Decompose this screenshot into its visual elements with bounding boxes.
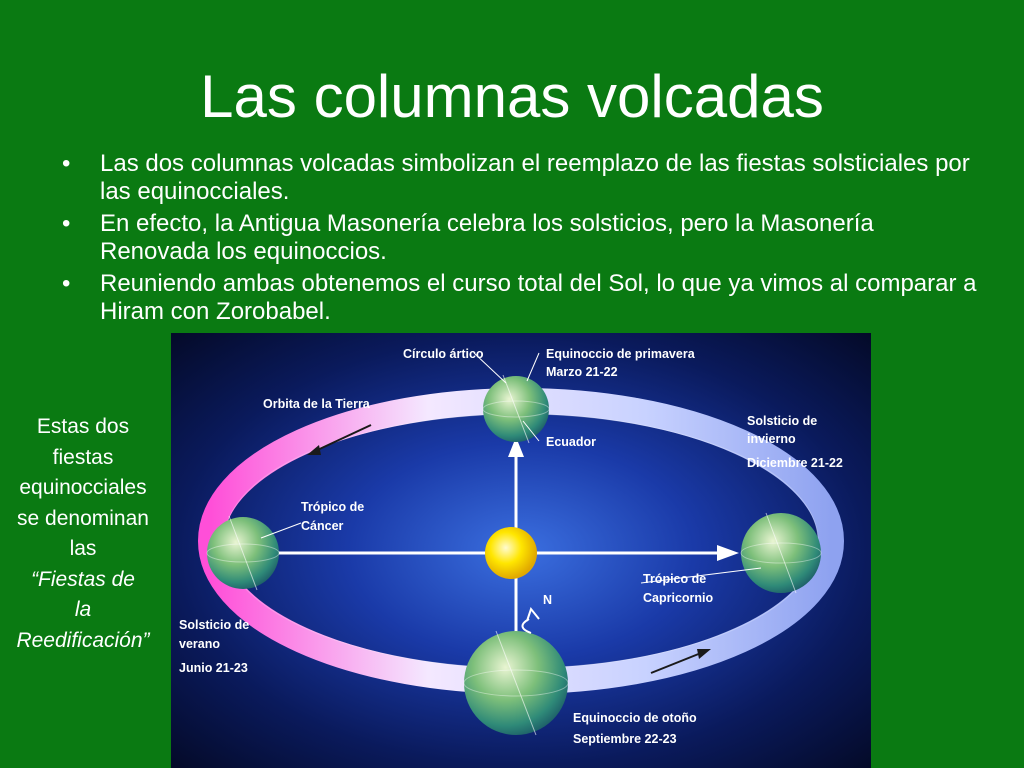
bullet-text: Reuniendo ambas obtenemos el curso total… bbox=[100, 270, 977, 325]
earth-bottom bbox=[463, 630, 569, 736]
side-note-line: equinocciales bbox=[19, 476, 147, 499]
earth-orbit-diagram: Círculo ártico Equinoccio de primavera M… bbox=[171, 333, 871, 768]
orbit-arrow-bottom-right bbox=[650, 650, 707, 674]
label-tropico-cancer-1: Trópico de bbox=[301, 500, 364, 514]
label-equinoccio-otono-fecha: Septiembre 22-23 bbox=[573, 732, 677, 746]
side-note-line: se denominan bbox=[17, 506, 149, 530]
label-equinoccio-primavera: Equinoccio de primavera bbox=[546, 347, 696, 361]
orbit-arrow-top-left bbox=[310, 424, 372, 454]
side-note: Estas dos fiestas equinocciales se denom… bbox=[0, 412, 166, 656]
arrow-right bbox=[717, 545, 739, 561]
side-note-line: fiestas bbox=[52, 445, 114, 469]
label-tropico-capricornio-1: Trópico de bbox=[643, 572, 706, 586]
side-note-line: Estas dos bbox=[36, 415, 130, 438]
label-solsticio-invierno-fecha: Diciembre 21-22 bbox=[747, 456, 843, 470]
label-tropico-cancer-2: Cáncer bbox=[301, 519, 344, 533]
label-solsticio-invierno-2: invierno bbox=[747, 432, 796, 446]
slide-title: Las columnas volcadas bbox=[200, 63, 824, 130]
label-equinoccio-primavera-fecha: Marzo 21-22 bbox=[546, 365, 618, 379]
bullet-item: • En efecto, la Antigua Masonería celebr… bbox=[62, 210, 982, 266]
bullet-item: • Reuniendo ambas obtenemos el curso tot… bbox=[62, 270, 982, 326]
side-note-italic-line: Reedificación” bbox=[16, 628, 150, 652]
sun bbox=[485, 527, 537, 579]
bullet-dot: • bbox=[62, 210, 71, 237]
bullet-item: • Las dos columnas volcadas simbolizan e… bbox=[62, 150, 982, 206]
label-circulo-artico: Círculo ártico bbox=[403, 347, 484, 361]
label-equinoccio-otono: Equinoccio de otoño bbox=[573, 711, 697, 725]
north-rotation-icon bbox=[521, 606, 540, 634]
side-note-italic-line: “Fiestas de bbox=[31, 567, 135, 591]
orbit-arrowhead bbox=[697, 649, 711, 659]
earth-left bbox=[206, 515, 280, 591]
earth-right bbox=[740, 512, 822, 594]
label-norte: N bbox=[543, 593, 552, 607]
bullet-dot: • bbox=[62, 150, 71, 177]
label-solsticio-verano-2: verano bbox=[179, 637, 220, 651]
label-solsticio-verano-fecha: Junio 21-23 bbox=[179, 661, 248, 675]
label-tropico-capricornio-2: Capricornio bbox=[643, 591, 714, 605]
bullet-list: • Las dos columnas volcadas simbolizan e… bbox=[62, 150, 982, 330]
side-note-italic-line: la bbox=[74, 598, 92, 621]
arrow-up bbox=[508, 437, 524, 457]
earth-top bbox=[482, 374, 550, 444]
label-solsticio-verano-1: Solsticio de bbox=[179, 618, 249, 632]
label-orbita: Orbita de la Tierra bbox=[263, 397, 371, 411]
orbit-arrowhead bbox=[307, 445, 321, 455]
bullet-text: En efecto, la Antigua Masonería celebra … bbox=[100, 210, 874, 265]
orbit-svg: Círculo ártico Equinoccio de primavera M… bbox=[179, 347, 844, 746]
side-note-line: las bbox=[69, 537, 97, 560]
bullet-text: Las dos columnas volcadas simbolizan el … bbox=[100, 150, 970, 205]
bullet-dot: • bbox=[62, 270, 71, 297]
label-solsticio-invierno-1: Solsticio de bbox=[747, 414, 817, 428]
label-ecuador: Ecuador bbox=[546, 435, 596, 449]
